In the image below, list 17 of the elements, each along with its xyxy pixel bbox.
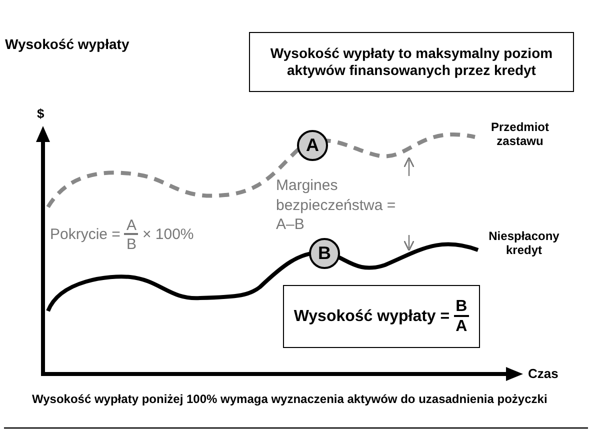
point-marker: A bbox=[297, 130, 328, 161]
curve-label: Przedmiot zastawu bbox=[490, 121, 550, 149]
caption: Wysokość wypłaty poniżej 100% wymaga wyznaczenia aktywów do uzasadnienia pożyczki bbox=[32, 391, 548, 408]
point-marker: B bbox=[309, 238, 340, 269]
numerator: A bbox=[124, 218, 138, 235]
curve-label: Niespłacony kredyt bbox=[488, 230, 560, 258]
coverage-label: Pokrycie = bbox=[50, 224, 120, 245]
numerator: B bbox=[454, 298, 470, 316]
diagram-title: Wysokość wypłaty bbox=[5, 35, 130, 54]
formula-text: Wysokość wypłaty = bbox=[294, 306, 450, 326]
denominator: A bbox=[456, 316, 468, 334]
coverage-factor: × 100% bbox=[142, 224, 194, 245]
denominator: B bbox=[126, 235, 136, 252]
axis-label: $ bbox=[37, 105, 44, 123]
formula-box bbox=[283, 285, 480, 348]
definition-box: Wysokość wypłaty to maksymalny poziom aktywów finansowanych przez kredyt bbox=[249, 32, 574, 92]
axis-label: Czas bbox=[528, 365, 558, 383]
